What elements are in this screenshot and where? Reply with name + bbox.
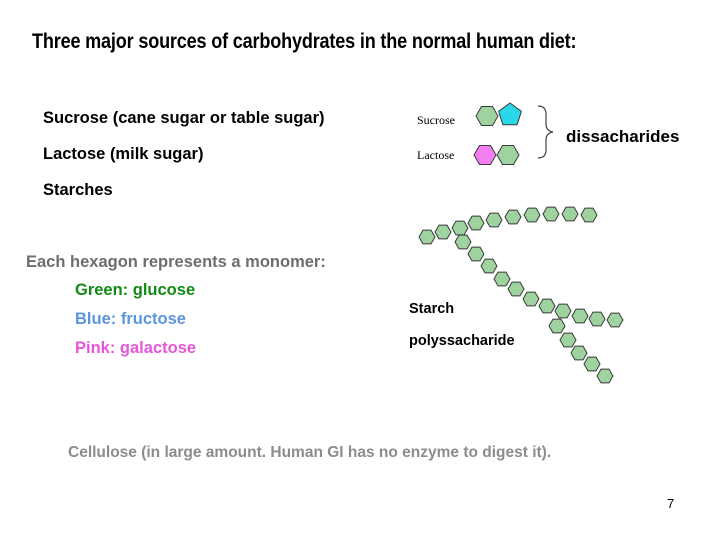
starch-glucose-hexagon xyxy=(467,215,485,231)
source-lactose: Lactose (milk sugar) xyxy=(43,145,204,163)
starch-glucose-hexagon xyxy=(580,207,598,223)
glucose-hexagon xyxy=(496,145,520,165)
starch-glucose-hexagon xyxy=(570,345,588,361)
starch-glucose-hexagon xyxy=(554,303,572,319)
starch-glucose-hexagon xyxy=(583,356,601,372)
starch-glucose-hexagon xyxy=(434,224,452,240)
glucose-hexagon xyxy=(475,106,499,126)
starch-glucose-hexagon xyxy=(538,298,556,314)
fructose-pentagon xyxy=(498,102,522,126)
monomer-legend-heading: Each hexagon represents a monomer: xyxy=(26,253,326,271)
starch-glucose-hexagon xyxy=(467,246,485,262)
galactose-hexagon xyxy=(473,145,497,165)
slide-title: Three major sources of carbohydrates in … xyxy=(32,30,577,53)
starch-glucose-hexagon xyxy=(571,308,589,324)
cellulose-note: Cellulose (in large amount. Human GI has… xyxy=(68,444,552,461)
starch-glucose-hexagon xyxy=(559,332,577,348)
starch-glucose-hexagon xyxy=(523,207,541,223)
sucrose-diagram-label: Sucrose xyxy=(417,113,455,127)
starch-glucose-hexagon xyxy=(480,258,498,274)
starch-glucose-hexagon xyxy=(485,212,503,228)
disaccharides-label: dissacharides xyxy=(566,127,680,146)
source-sucrose: Sucrose (cane sugar or table sugar) xyxy=(43,109,325,127)
starch-glucose-hexagon xyxy=(504,209,522,225)
starch-glucose-hexagon xyxy=(454,234,472,250)
starch-glucose-hexagon xyxy=(522,291,540,307)
starch-glucose-hexagon xyxy=(507,281,525,297)
legend-galactose: Pink: galactose xyxy=(75,339,197,357)
disaccharide-brace-icon xyxy=(537,105,554,159)
starch-glucose-hexagon xyxy=(451,220,469,236)
starch-glucose-hexagon xyxy=(596,368,614,384)
polysaccharide-label: polyssacharide xyxy=(409,333,515,349)
starch-label: Starch xyxy=(409,301,455,317)
source-starches: Starches xyxy=(43,181,113,199)
lactose-diagram-label: Lactose xyxy=(417,148,455,162)
starch-glucose-hexagon xyxy=(548,318,566,334)
starch-glucose-hexagon xyxy=(542,206,560,222)
page-number: 7 xyxy=(667,496,675,511)
legend-glucose: Green: glucose xyxy=(75,281,196,299)
starch-glucose-hexagon xyxy=(561,206,579,222)
starch-glucose-hexagon xyxy=(588,311,606,327)
starch-glucose-hexagon xyxy=(418,229,436,245)
hexagon-layer xyxy=(418,102,624,384)
starch-glucose-hexagon xyxy=(493,271,511,287)
starch-glucose-hexagon xyxy=(606,312,624,328)
legend-fructose: Blue: fructose xyxy=(75,310,186,328)
